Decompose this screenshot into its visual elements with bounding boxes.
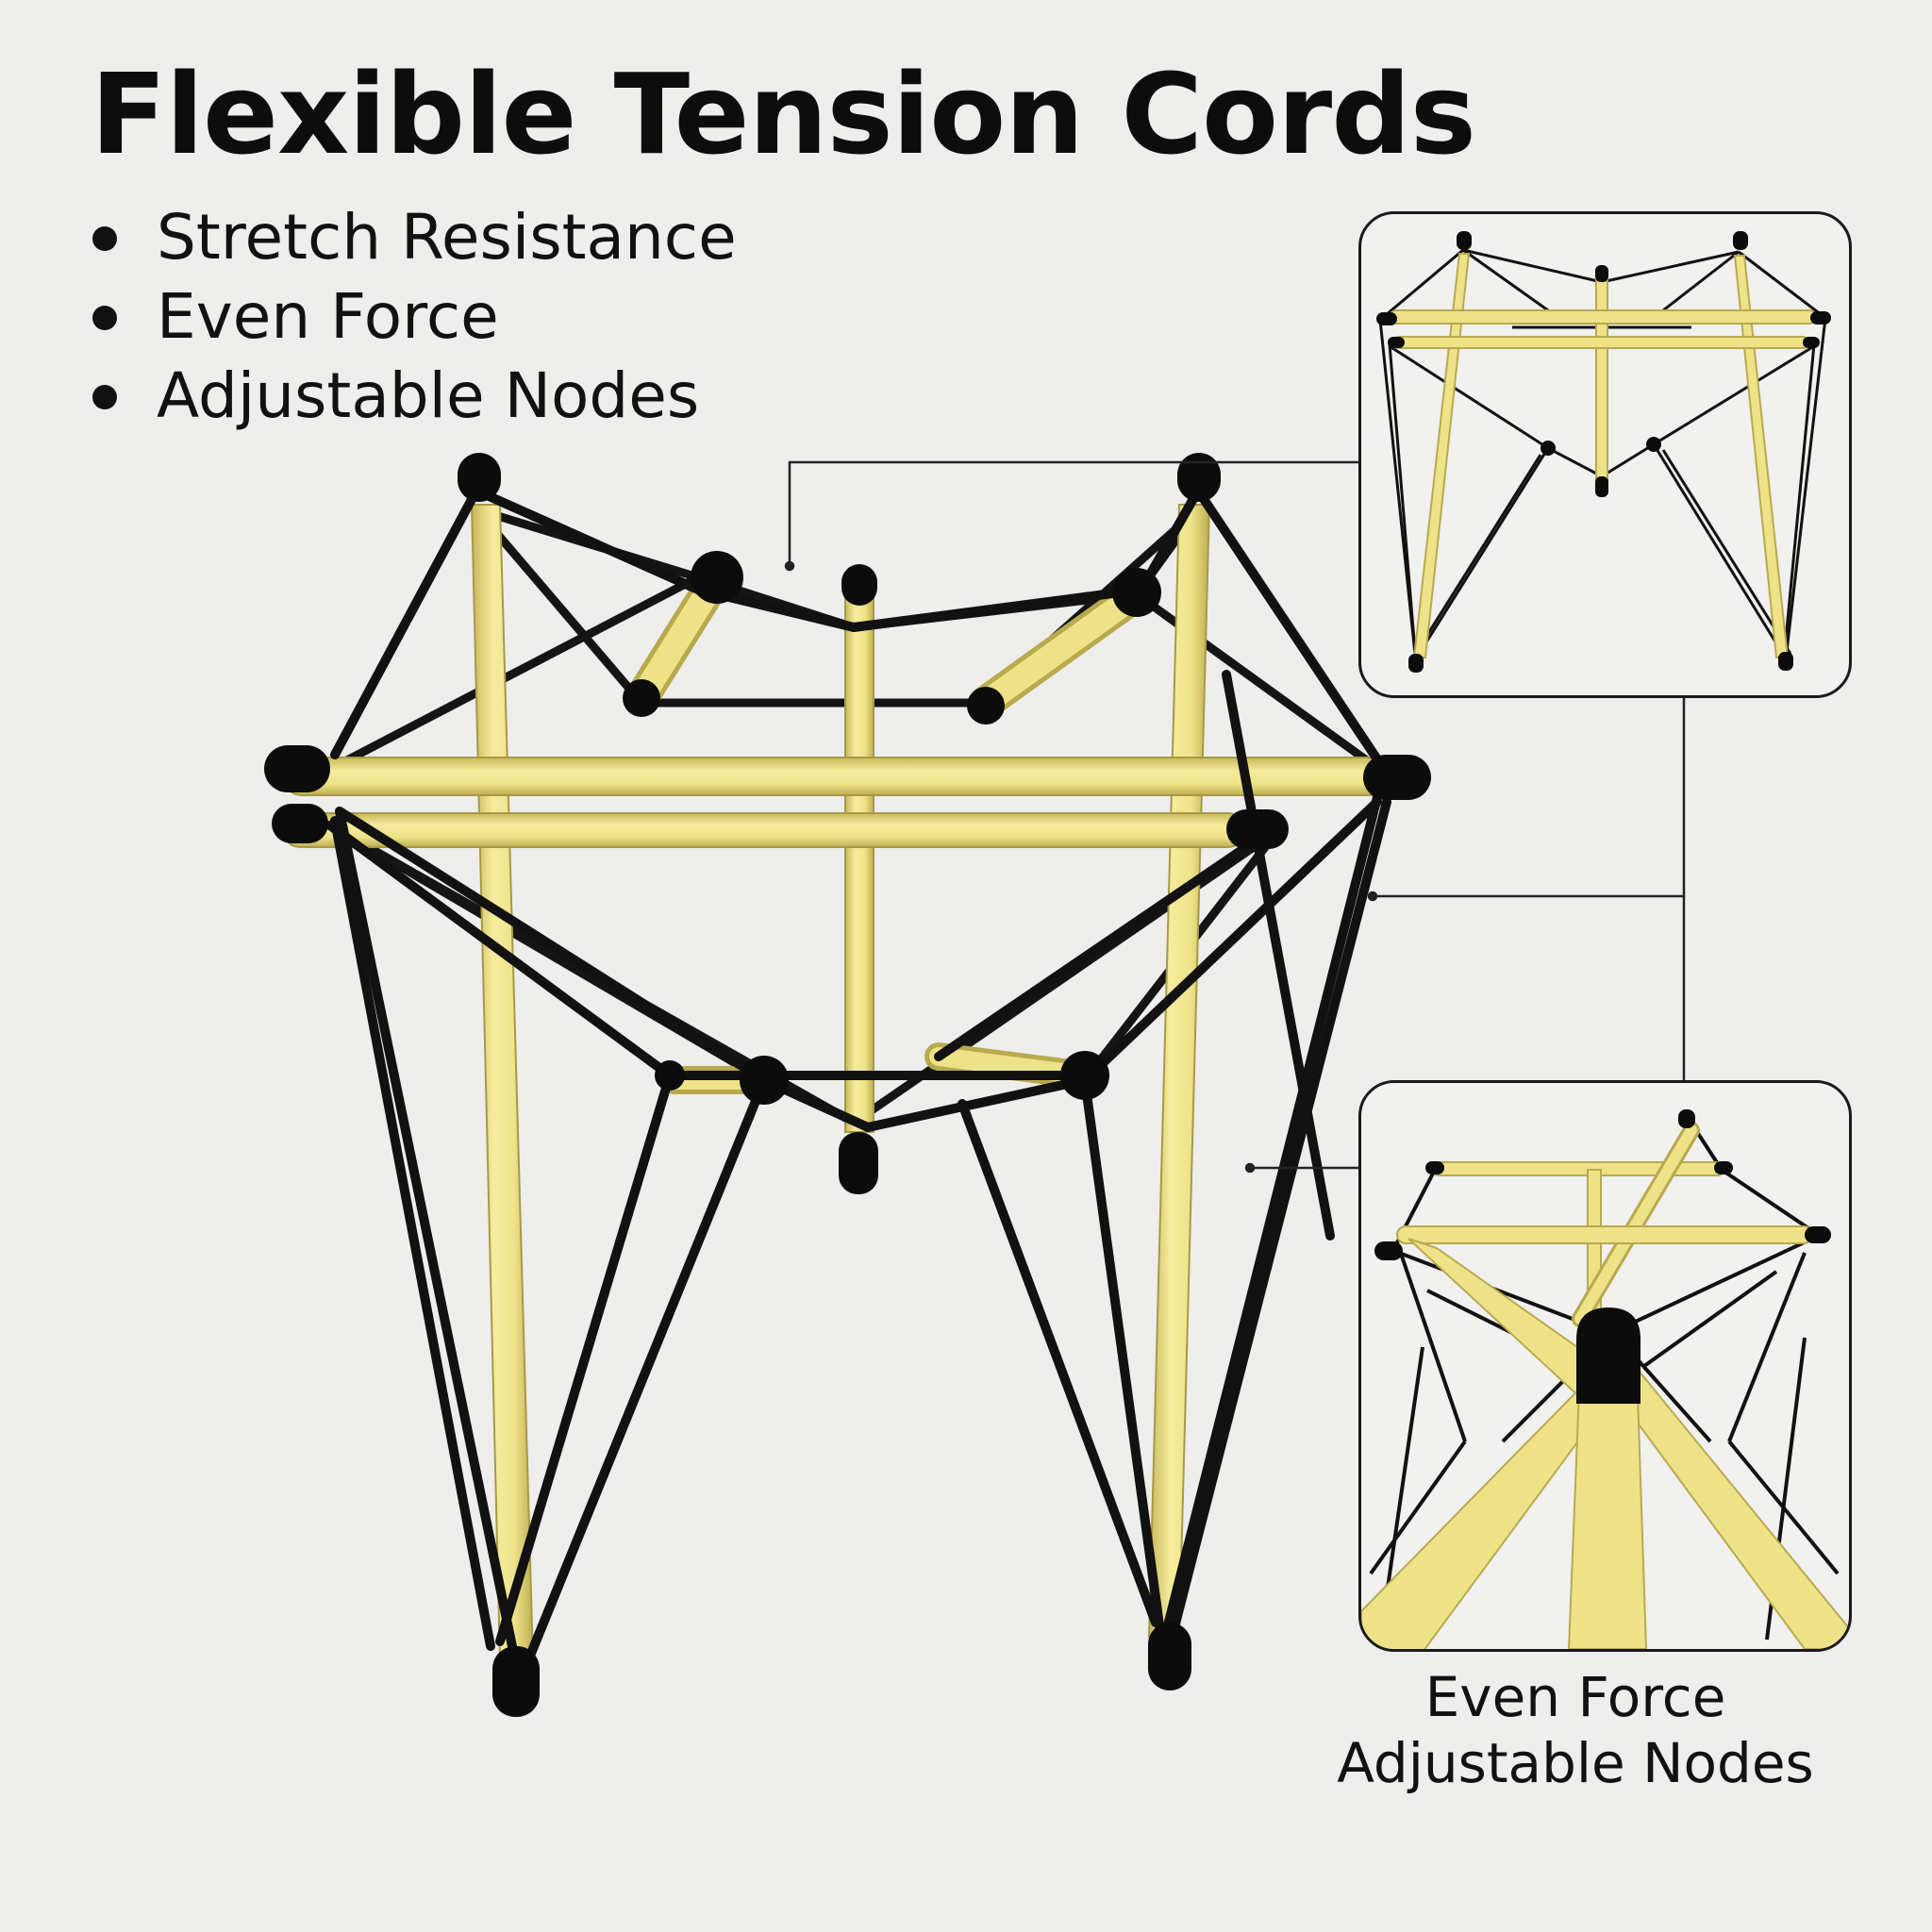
feature-list: Stretch Resistance Even Force Adjustable… [91,198,737,436]
inset-caption-line1: Even Force [1424,1665,1726,1729]
horizontal-struts [282,757,1402,848]
bullet-dot-icon [92,306,117,330]
bullet-dot-icon [92,226,117,251]
feature-label: Stretch Resistance [157,201,737,274]
page-title: Flexible Tension Cords [91,49,1476,179]
feature-item: Even Force [91,277,737,357]
end-caps [264,453,1431,1717]
inset-caption-line2: Adjustable Nodes [1337,1731,1814,1795]
bullet-dot-icon [92,385,117,409]
callout-connectors [784,460,1686,1174]
detail-inset-top [1358,211,1852,698]
inset-bottom-structure [1361,1109,1849,1649]
feature-label: Adjustable Nodes [157,359,700,432]
inset-top-structure [1376,231,1831,673]
feature-item: Adjustable Nodes [91,357,737,436]
detail-inset-bottom [1358,1080,1852,1652]
feature-item: Stretch Resistance [91,198,737,277]
feature-label: Even Force [157,280,499,353]
